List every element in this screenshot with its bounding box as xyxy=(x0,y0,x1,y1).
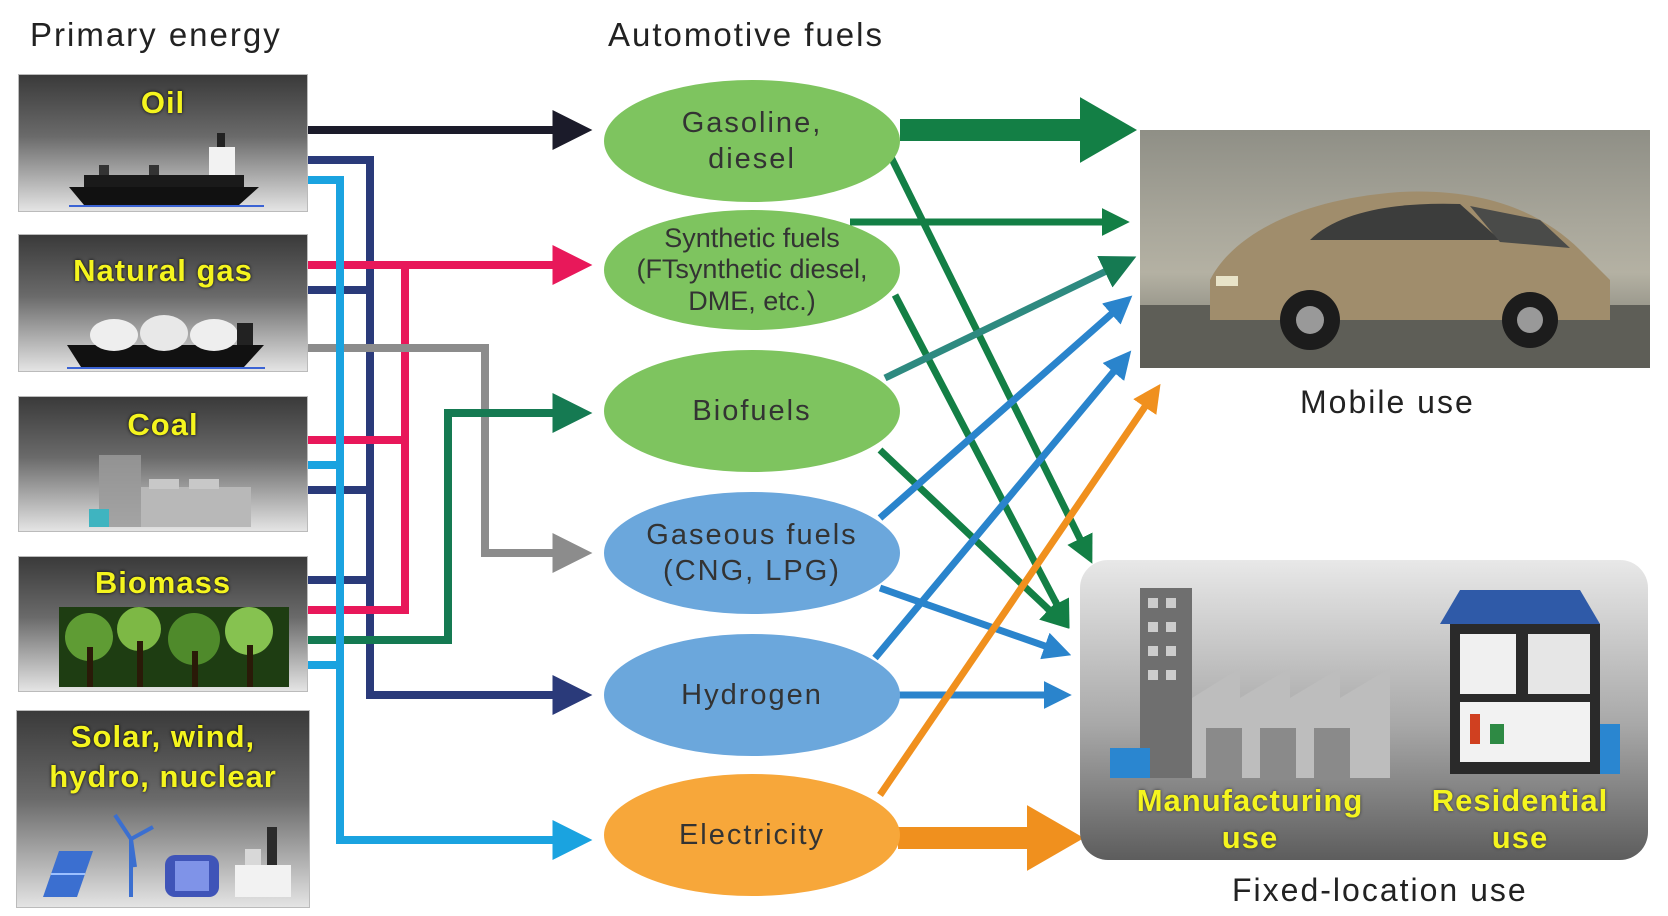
fixed-location-use-caption: Fixed-location use xyxy=(1232,872,1528,908)
fuel-gaseous: Gaseous fuels (CNG, LPG) xyxy=(604,492,900,614)
factory-icon xyxy=(1110,588,1390,778)
fuel-gasoline-diesel: Gasoline, diesel xyxy=(604,80,900,202)
lng-carrier-icon xyxy=(67,315,265,369)
source-renewables-label-line1: Solar, wind, xyxy=(70,719,256,754)
source-coal-label: Coal xyxy=(127,407,199,442)
manufacturing-use-line1: Manufacturing xyxy=(1136,783,1364,818)
fuel-synthetic-line1: Synthetic fuels xyxy=(664,223,840,254)
automotive-fuels-heading: Automotive fuels xyxy=(608,16,884,53)
manufacturing-use-line2: use xyxy=(1221,820,1279,856)
coal-plant-icon xyxy=(89,455,251,527)
fuel-gasoline-line1: Gasoline, xyxy=(681,106,823,139)
residential-use-line2: use xyxy=(1491,820,1549,856)
residential-use-line1: Residential xyxy=(1431,783,1609,818)
fuel-gasoline-line2: diesel xyxy=(708,143,796,175)
manufacturing-use-label: Manufacturing use xyxy=(1100,782,1400,856)
fuel-hydrogen: Hydrogen xyxy=(604,634,900,756)
fuel-electricity: Electricity xyxy=(604,774,900,896)
residential-use-label: Residential use xyxy=(1410,782,1630,856)
tanker-ship-icon xyxy=(69,133,264,207)
fuel-gaseous-line1: Gaseous fuels xyxy=(646,518,858,551)
source-biomass: Biomass xyxy=(18,556,308,692)
fuel-biofuels: Biofuels xyxy=(604,350,900,472)
source-natural-gas-label: Natural gas xyxy=(73,253,253,288)
fuel-hydrogen-label: Hydrogen xyxy=(681,678,823,711)
car-icon xyxy=(1140,191,1650,368)
mobile-use-caption: Mobile use xyxy=(1300,384,1475,420)
source-biomass-label: Biomass xyxy=(94,565,232,600)
primary-energy-heading: Primary energy xyxy=(30,16,282,53)
source-natural-gas: Natural gas xyxy=(18,234,308,372)
fuel-synthetic-line3: DME, etc.) xyxy=(688,285,816,316)
forest-icon xyxy=(59,607,289,687)
fuel-synthetic-line2: (FTsynthetic diesel, xyxy=(636,254,868,285)
fuel-gaseous-line2: (CNG, LPG) xyxy=(663,555,841,587)
mobile-use-photo xyxy=(1140,130,1650,368)
source-oil: Oil xyxy=(18,74,308,212)
fuel-synthetic: Synthetic fuels (FTsynthetic diesel, DME… xyxy=(604,210,900,330)
fuel-electricity-label: Electricity xyxy=(678,818,826,851)
fuel-biofuels-label: Biofuels xyxy=(692,394,812,427)
source-renewables-label-line2: hydro, nuclear xyxy=(49,759,277,794)
house-icon xyxy=(1440,590,1620,774)
source-coal: Coal xyxy=(18,396,308,532)
power-generation-icon xyxy=(43,813,291,897)
source-oil-label: Oil xyxy=(140,85,186,120)
fixed-location-panel: Manufacturing use Residential use xyxy=(1080,560,1648,860)
source-renewables-nuclear: Solar, wind, hydro, nuclear xyxy=(16,710,310,908)
